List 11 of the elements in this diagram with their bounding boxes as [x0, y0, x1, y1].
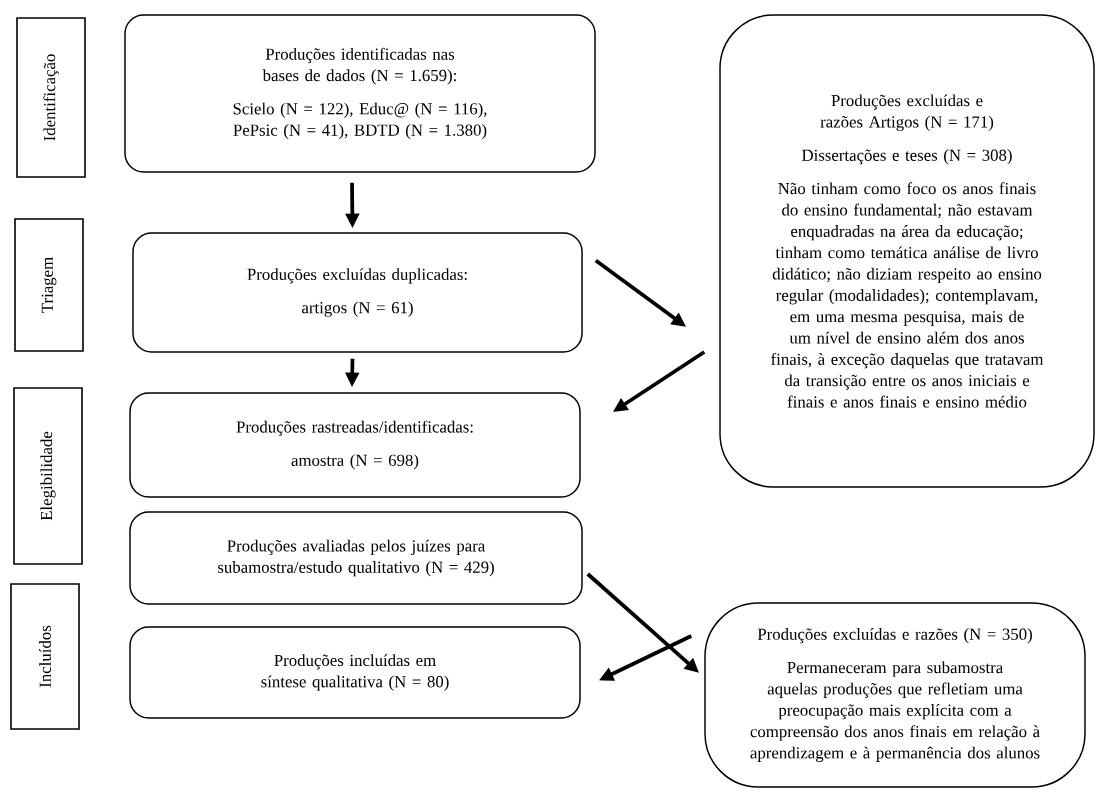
process-box: Produções incluídas em síntese qualitativa (N = 80): [129, 626, 581, 719]
stage-box: Incluídos: [10, 583, 80, 730]
process-box: Produções rastreadas/identificadas: amostra (N = 698): [129, 392, 581, 498]
exclusion-box: Produções excluídas e razões Artigos (N = 171) Dissertações e teses (N = 308) Não tinham como foco os anos finais do ensino fundamental; não estavam enquadradas na área da educação; tinham como temática análise de livro didático; não diziam respeito ao ensino regular (modalidades); contemplavam, em uma mesma pesquisa, mais de um nível de ensino além dos anos finais, à exceção daquelas que tratavam da transição entre os anos iniciais e finais e anos finais e ensino médio: [719, 14, 1095, 488]
exclusion-box: Produções excluídas e razões (N = 350) Permaneceram para subamostra aquelas produções que refletiam uma preocupação mais explícita com a compreensão dos anos finais em relação à aprendizagem e à permanência dos alunos: [704, 602, 1086, 788]
process-box: Produções avaliadas pelos juízes para subamostra/estudo qualitativo (N = 429): [129, 511, 583, 605]
process-box: Produções excluídas duplicadas: artigos (N = 61): [132, 232, 583, 353]
process-box: Produções identificadas nas bases de dados (N = 1.659): Scielo (N = 122), Educ@ (N = 116), PePsic (N = 41), BDTD (N = 1.380): [124, 14, 596, 173]
stage-box: Triagem: [14, 218, 84, 352]
stage-box: Elegibilidade: [13, 387, 83, 565]
stage-box: Identificação: [16, 17, 86, 178]
